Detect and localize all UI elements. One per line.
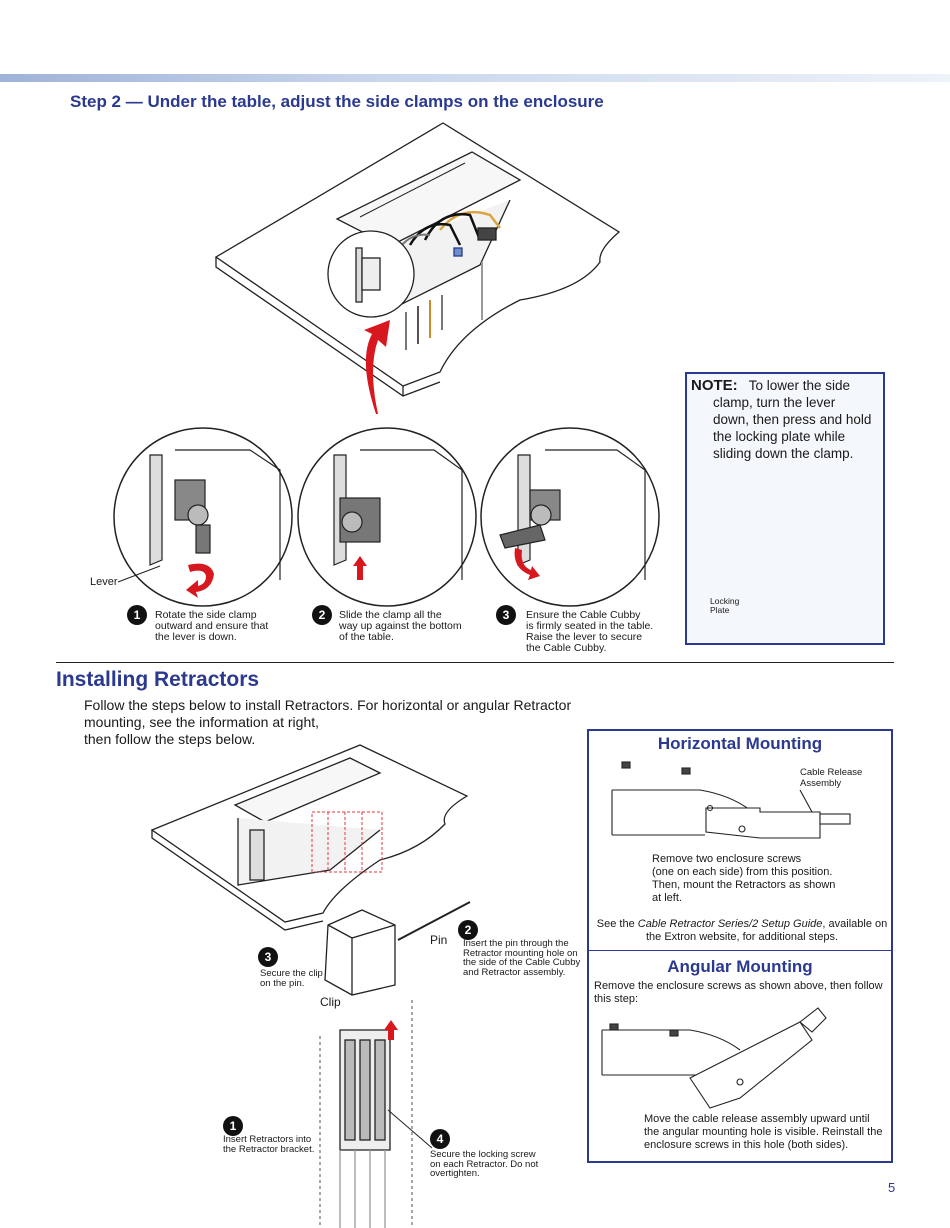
step2-num-1: 1 bbox=[127, 605, 147, 625]
section-divider bbox=[56, 662, 894, 663]
install-caption-4: Secure the locking screw on each Retract… bbox=[430, 1149, 539, 1179]
setup-guide-reference: See the Cable Retractor Series/2 Setup G… bbox=[596, 918, 888, 943]
note-label: NOTE: bbox=[691, 377, 738, 394]
install-num-4: 4 bbox=[430, 1129, 450, 1149]
step2-caption-2: Slide the clamp all the way up against t… bbox=[339, 609, 462, 643]
step2-heading: Step 2 — Under the table, adjust the sid… bbox=[70, 92, 604, 111]
mounting-info-box bbox=[587, 729, 893, 1163]
installing-retractors-heading: Installing Retractors bbox=[56, 668, 260, 691]
install-num-1: 1 bbox=[223, 1116, 243, 1136]
note-box bbox=[685, 372, 885, 645]
red-arrow bbox=[364, 320, 390, 414]
clip-label: Clip bbox=[320, 995, 341, 1009]
install-caption-2: Insert the pin through the Retractor mou… bbox=[463, 938, 581, 978]
lever-label: Lever bbox=[90, 576, 118, 588]
table-illustration-bottom bbox=[150, 744, 471, 1228]
step2-num-3: 3 bbox=[496, 605, 516, 625]
header-bar bbox=[0, 74, 950, 82]
install-num-2: 2 bbox=[458, 920, 478, 940]
angular-mounting-heading: Angular Mounting bbox=[667, 957, 813, 976]
angular-mounting-intro: Remove the enclosure screws as shown abo… bbox=[594, 980, 883, 1005]
step2-caption-3: Ensure the Cable Cubby is firmly seated … bbox=[526, 609, 654, 654]
install-caption-1: Insert Retractors into the Retractor bra… bbox=[223, 1134, 315, 1155]
horizontal-mounting-heading: Horizontal Mounting bbox=[657, 734, 823, 753]
horizontal-mounting-desc: Remove two enclosure screws (one on each… bbox=[652, 853, 836, 904]
step2-num-2: 2 bbox=[312, 605, 332, 625]
step2-caption-1: Rotate the side clamp outward and ensure… bbox=[155, 609, 269, 643]
install-num-3: 3 bbox=[258, 947, 278, 967]
pin-label: Pin bbox=[430, 933, 448, 947]
page-number: 5 bbox=[888, 1180, 896, 1195]
angular-mount-illustration bbox=[601, 1007, 827, 1109]
note-text: NOTE: To lower the side clamp, turn the … bbox=[691, 377, 872, 461]
cable-release-label: Cable Release Assembly bbox=[800, 767, 863, 789]
angular-mounting-desc: Move the cable release assembly upward u… bbox=[644, 1113, 883, 1151]
horizontal-mount-illustration bbox=[611, 761, 851, 839]
mounting-box-divider bbox=[588, 950, 892, 951]
locking-plate-label: Locking Plate bbox=[710, 596, 740, 615]
install-caption-3: Secure the clip on the pin. bbox=[260, 968, 323, 989]
installing-intro: Follow the steps below to install Retrac… bbox=[84, 697, 572, 747]
table-illustration-top bbox=[214, 122, 621, 397]
